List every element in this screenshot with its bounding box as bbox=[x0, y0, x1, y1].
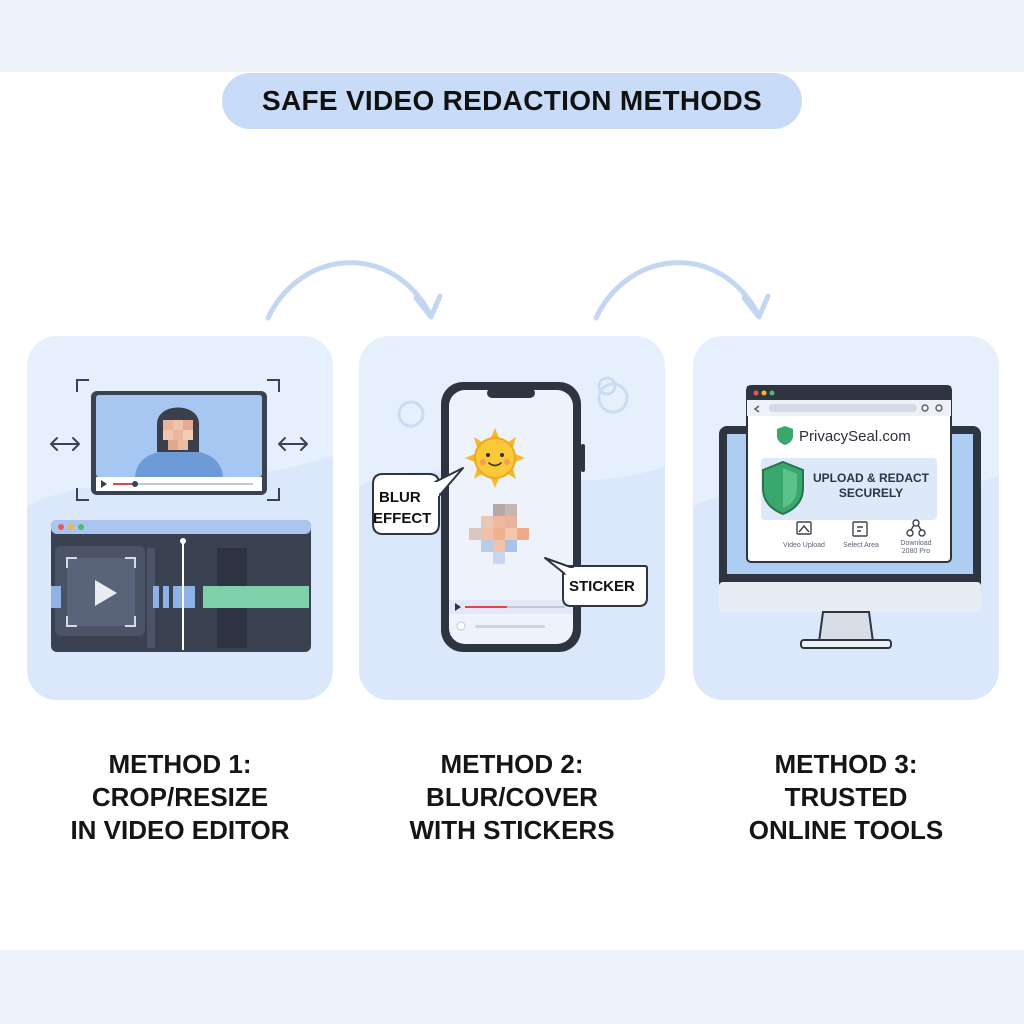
site-name: PrivacySeal.com bbox=[799, 428, 911, 445]
method-3-caption: METHOD 3: TRUSTED ONLINE TOOLS bbox=[676, 748, 1016, 847]
blur-effect-label-2: EFFECT bbox=[373, 510, 431, 527]
upload-line-1: UPLOAD & REDACT bbox=[813, 471, 930, 485]
flow-arrow-icon bbox=[265, 260, 443, 321]
method-2-line-3: WITH STICKERS bbox=[409, 815, 615, 845]
sticker-bubble: STICKER bbox=[544, 557, 648, 607]
sun-sticker-icon bbox=[465, 428, 525, 488]
play-icon bbox=[95, 580, 117, 606]
page-title: SAFE VIDEO REDACTION METHODS bbox=[222, 73, 802, 129]
download-icon bbox=[906, 519, 926, 537]
flow-arrow-icon bbox=[593, 260, 771, 321]
method-2-caption: METHOD 2: BLUR/COVER WITH STICKERS bbox=[342, 748, 682, 847]
shield-icon bbox=[762, 460, 804, 516]
sticker-label: STICKER bbox=[569, 578, 635, 595]
top-band bbox=[0, 0, 1024, 72]
step-video-upload: Video Upload bbox=[783, 542, 825, 549]
bottom-band bbox=[0, 950, 1024, 1024]
method-1-number: METHOD 1: bbox=[108, 749, 252, 779]
video-upload-icon bbox=[796, 521, 812, 535]
method-2-line-2: BLUR/COVER bbox=[426, 782, 598, 812]
blur-effect-label-1: BLUR bbox=[379, 489, 421, 506]
method-1-line-2: CROP/RESIZE bbox=[91, 782, 269, 812]
flow-arrows bbox=[265, 260, 771, 321]
step-download: Download bbox=[900, 540, 931, 547]
method-3-number: METHOD 3: bbox=[774, 749, 918, 779]
step-resolution: 2080 Pro bbox=[902, 548, 931, 555]
method-1-caption: METHOD 1: CROP/RESIZE IN VIDEO EDITOR bbox=[10, 748, 350, 847]
blur-patch bbox=[469, 504, 529, 564]
resize-arrows-icon bbox=[50, 437, 308, 451]
method-2-illustration: BLUR EFFECT STICKER bbox=[359, 336, 665, 700]
method-3-illustration: PrivacySeal.com UPLOAD & REDACT SECURELY… bbox=[693, 336, 999, 700]
method-1-illustration bbox=[27, 336, 333, 700]
method-1-line-3: IN VIDEO EDITOR bbox=[70, 815, 290, 845]
select-area-icon bbox=[852, 521, 868, 537]
method-2-number: METHOD 2: bbox=[440, 749, 584, 779]
step-select-area: Select Area bbox=[843, 542, 879, 549]
method-3-line-2: TRUSTED bbox=[784, 782, 908, 812]
crop-corner-icon bbox=[76, 379, 280, 501]
upload-line-2: SECURELY bbox=[839, 486, 903, 500]
blur-effect-bubble: BLUR EFFECT bbox=[372, 467, 464, 535]
pixelated-face bbox=[163, 420, 193, 450]
method-3-line-3: ONLINE TOOLS bbox=[748, 815, 944, 845]
